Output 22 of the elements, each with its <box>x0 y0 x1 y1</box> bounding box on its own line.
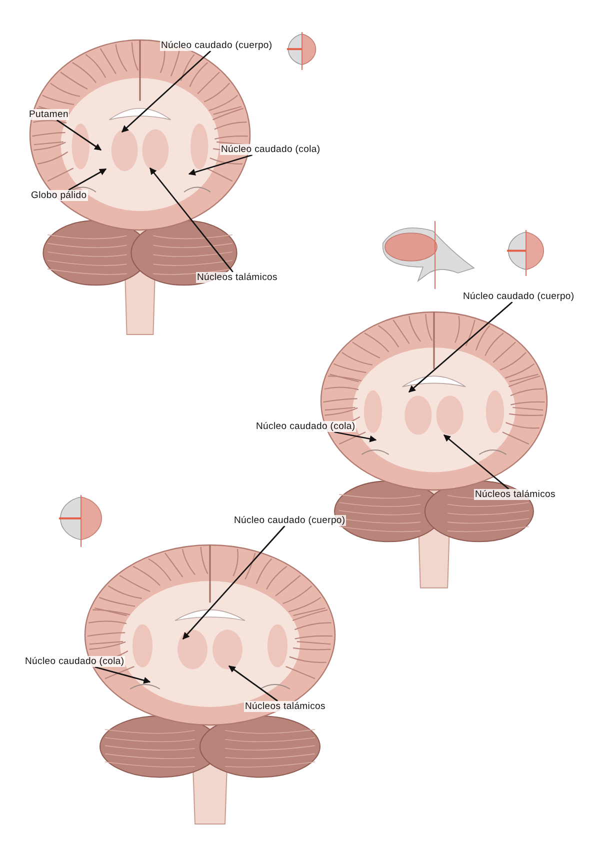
leader-line <box>188 154 252 176</box>
structure-label: Globo pálido <box>30 190 88 201</box>
leader-line <box>334 431 377 442</box>
structure-label: Núcleos talámicos <box>244 701 326 712</box>
leader-line <box>94 666 151 684</box>
structure-label: Núcleo caudado (cola) <box>220 144 322 155</box>
structure-label: Núcleos talámicos <box>196 272 278 283</box>
structure-label: Núcleo caudado (cuerpo) <box>462 291 576 302</box>
leader-line <box>228 665 278 702</box>
leader-line <box>408 301 513 393</box>
leader-line <box>149 167 234 272</box>
structure-label: Núcleo caudado (cola) <box>24 656 126 667</box>
leader-line <box>56 119 102 151</box>
leader-line <box>443 434 510 490</box>
leader-line <box>68 168 107 191</box>
structure-label: Núcleo caudado (cuerpo) <box>160 40 274 51</box>
structure-label: Núcleo caudado (cola) <box>255 421 356 432</box>
leader-line <box>182 526 286 640</box>
structure-label: Núcleos talámicos <box>474 489 556 500</box>
leader-line <box>121 50 212 133</box>
structure-label: Putamen <box>28 109 70 120</box>
structure-label: Núcleo caudado (cuerpo) <box>233 515 346 526</box>
